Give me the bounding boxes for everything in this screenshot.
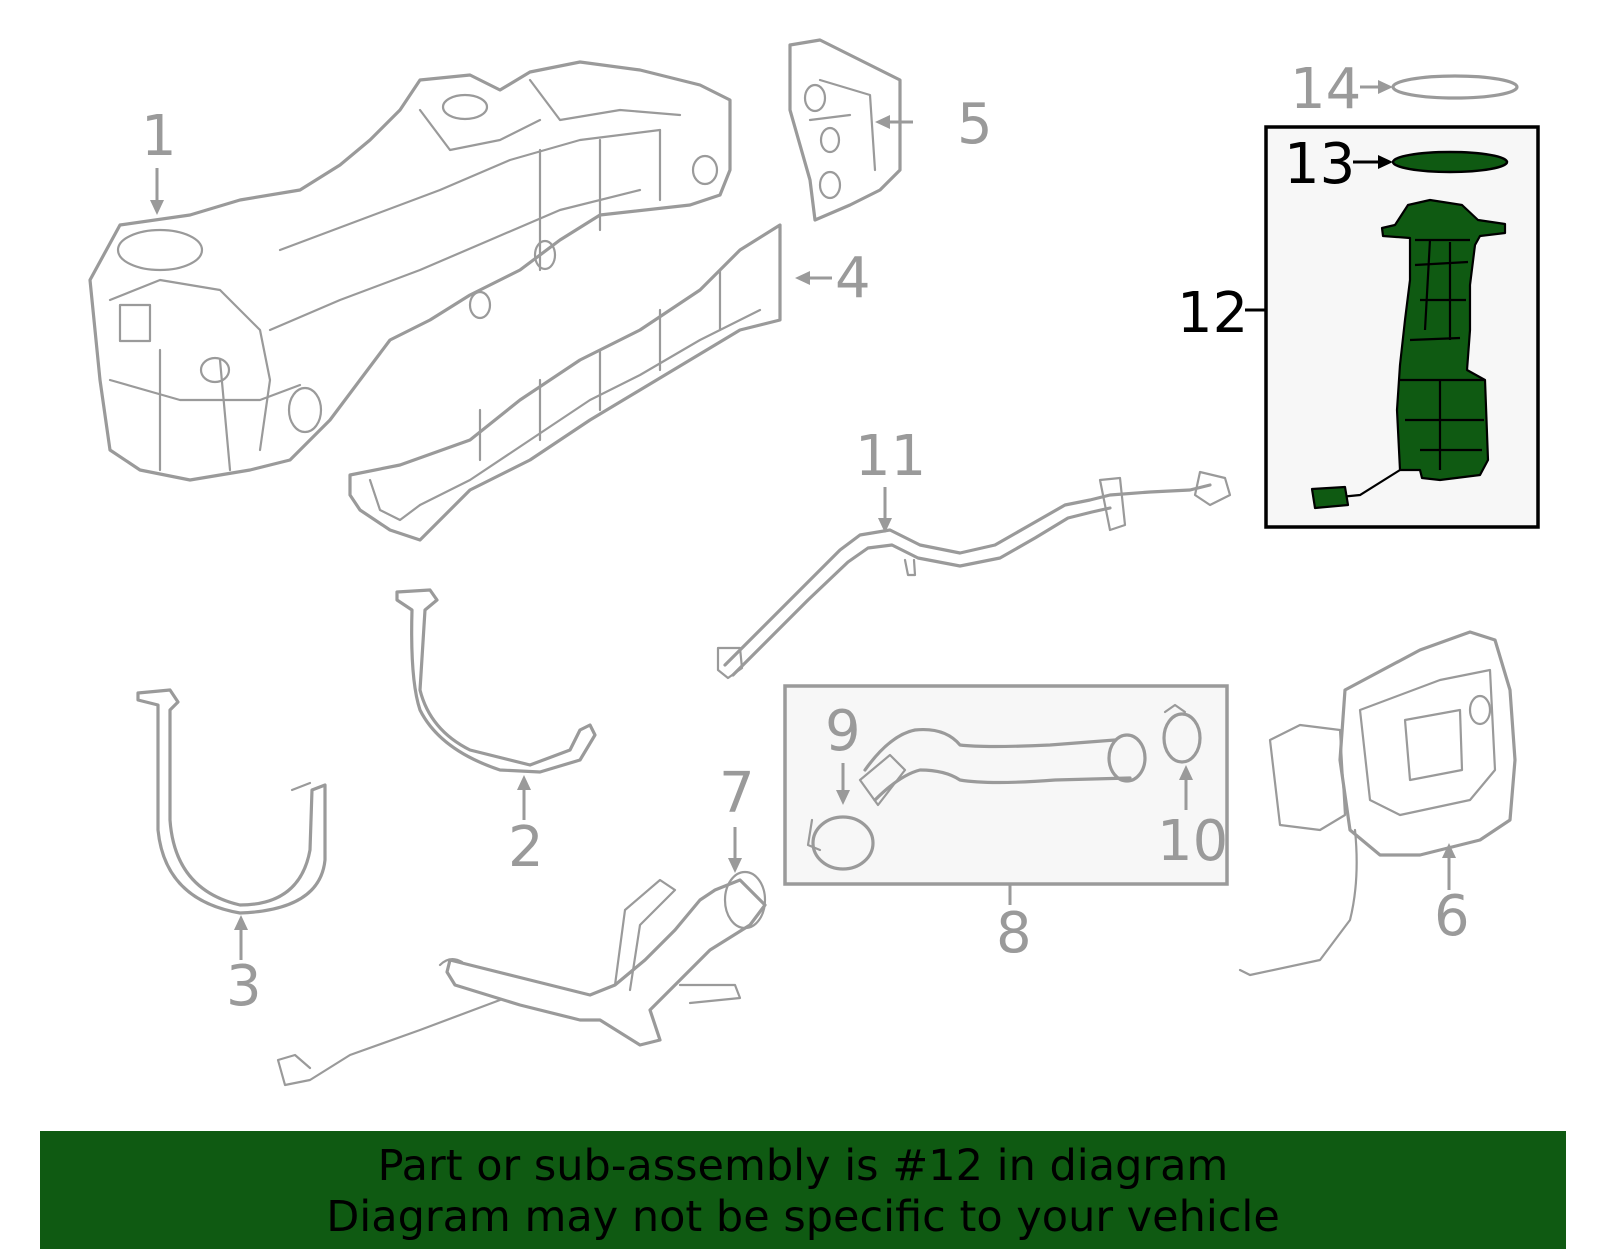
footer-line-2: Diagram may not be specific to your vehi… — [326, 1192, 1280, 1242]
tank-strap-2 — [395, 588, 597, 774]
callout-2: 2 — [508, 815, 544, 880]
vent-hose — [716, 470, 1232, 680]
fuel-pump-module-12 — [1310, 198, 1507, 510]
filler-neck — [276, 870, 767, 1087]
callout-10: 10 — [1157, 809, 1228, 874]
o-ring-seal-14 — [1391, 74, 1519, 100]
tank-shield — [348, 223, 782, 542]
callout-9: 9 — [825, 699, 861, 764]
callout-7: 7 — [719, 761, 755, 826]
leader-lines — [150, 80, 1456, 960]
fuel-tank — [88, 60, 732, 482]
footer-banner: Part or sub-assembly is #12 in diagram D… — [40, 1131, 1566, 1249]
footer-line-1: Part or sub-assembly is #12 in diagram — [377, 1141, 1229, 1191]
callout-1: 1 — [141, 104, 177, 169]
callout-5: 5 — [957, 92, 993, 157]
lock-ring-13 — [1391, 150, 1509, 174]
callout-11: 11 — [855, 424, 926, 489]
callout-14: 14 — [1290, 57, 1361, 122]
fill-hose — [858, 727, 1147, 807]
callout-3: 3 — [226, 954, 262, 1019]
callout-6: 6 — [1434, 884, 1470, 949]
hose-clamp-10 — [1162, 703, 1202, 764]
assembly-box-8 — [783, 684, 1229, 886]
mounting-bracket — [788, 38, 902, 222]
callout-8: 8 — [996, 901, 1032, 966]
fuel-door-housing — [1238, 630, 1517, 977]
callout-4: 4 — [835, 246, 871, 311]
callout-13: 13 — [1284, 132, 1355, 197]
tank-strap-3 — [136, 688, 327, 915]
hose-clamp-9 — [806, 815, 875, 871]
callout-12: 12 — [1177, 281, 1248, 346]
